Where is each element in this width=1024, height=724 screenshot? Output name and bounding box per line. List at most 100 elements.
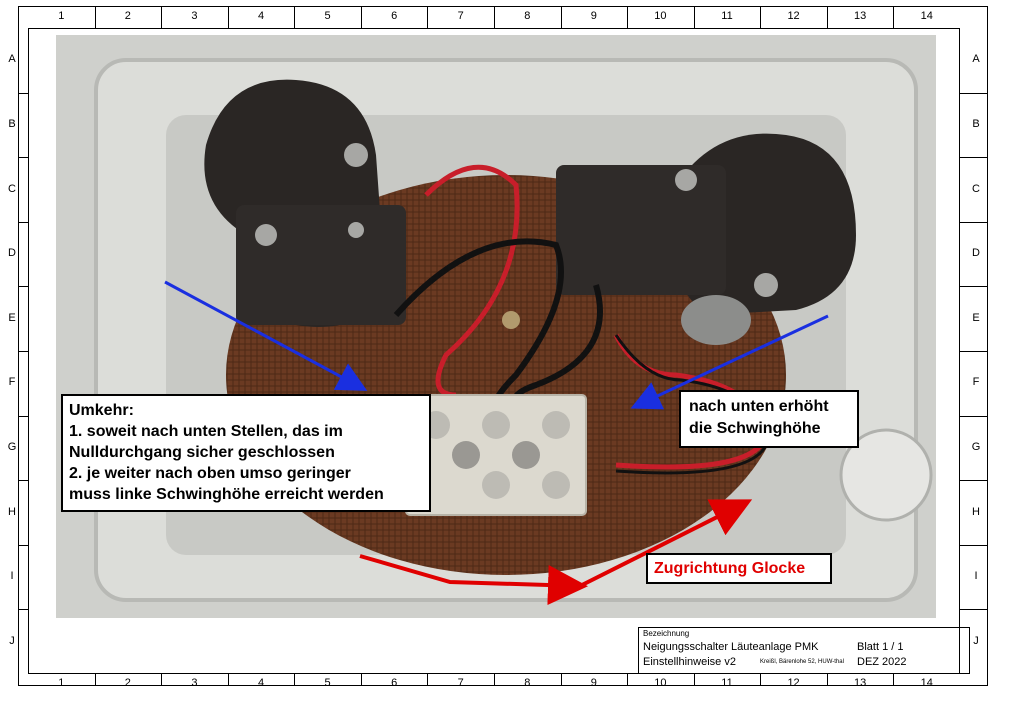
grid-tick [627,674,629,686]
grid-tick [494,674,495,686]
screw [344,143,368,167]
column-label-top: 10 [654,10,667,22]
right-microswitch [556,165,726,295]
terminal-screw [482,471,510,499]
red-arrow-up [579,499,753,588]
row-label-left: I [10,570,14,583]
row-label-left: E [8,311,16,324]
red-arrow-path [359,554,588,606]
grid-tick [560,674,562,686]
grid-tick [18,286,28,288]
row-label-right: A [972,53,980,66]
cable-gland [839,428,933,522]
grid-tick [427,6,429,28]
title-block-label: Bezeichnung [643,629,690,638]
swing-height-note: nach unten erhöht die Schwinghöhe [679,390,859,448]
note-line: Nulldurchgang sicher geschlossen [69,444,335,461]
terminal-screw [482,411,510,439]
row-label-left: A [8,53,16,66]
screw [348,222,364,238]
terminal-screw [542,411,570,439]
column-label-top: 3 [191,10,198,22]
row-label-right: H [972,505,980,518]
note-line: 2. je weiter nach oben umso geringer [69,465,351,482]
column-label-bottom: 9 [590,677,597,689]
note-line: muss linke Schwinghöhe erreicht werden [69,486,384,503]
grid-tick [693,6,695,28]
row-label-right: F [972,376,980,389]
column-label-bottom: 12 [787,677,800,689]
column-label-bottom: 2 [124,677,131,689]
column-label-top: 2 [124,10,131,22]
column-label-bottom: 10 [654,677,667,689]
row-label-left: C [8,182,16,195]
row-label-right: E [972,311,980,324]
grid-tick [494,6,495,28]
column-label-bottom: 6 [391,677,398,689]
note-line: die Schwinghöhe [689,420,821,437]
drawing-subtitle: Einstellhinweise v2 [643,656,736,668]
left-microswitch [236,205,406,325]
column-label-top: 6 [391,10,398,22]
row-label-left: D [8,247,16,260]
column-label-top: 8 [524,10,531,22]
column-label-top: 5 [324,10,331,22]
grid-tick [960,609,988,611]
row-label-right: G [971,440,981,453]
column-label-top: 9 [590,10,597,22]
grid-tick [560,6,562,28]
row-label-left: G [7,440,17,453]
grid-tick [18,351,28,352]
grid-tick [427,674,429,686]
grid-tick [893,674,895,686]
row-label-left: H [8,505,16,518]
grid-tick [294,6,296,28]
row-label-right: I [974,570,978,583]
screw [675,169,697,191]
grid-tick [960,286,988,288]
pendulum-weight [681,295,751,345]
column-label-top: 12 [787,10,800,22]
row-label-right: C [972,182,980,195]
grid-tick [94,6,96,28]
drawing-inner-border [28,28,960,674]
grid-tick [360,6,362,28]
grid-tick [18,415,28,417]
grid-tick [760,6,762,28]
column-label-bottom: 4 [257,677,265,689]
board-screw [502,311,520,329]
grid-tick [693,674,695,686]
column-label-bottom: 14 [920,677,933,689]
screw [754,273,778,297]
row-label-right: J [973,634,979,647]
black-wire [393,238,564,418]
drawing-frame [18,6,988,686]
grid-tick [960,92,988,94]
grid-tick [161,6,163,28]
bell-direction-label: Zugrichtung Glocke [646,553,832,584]
note-line: 1. soweit nach unten Stellen, das im [69,423,343,440]
grid-tick [960,221,988,223]
screw [255,224,277,246]
grid-tick [227,674,229,686]
column-label-bottom: 7 [457,677,464,689]
row-label-left: F [8,376,16,389]
column-label-bottom: 13 [854,677,867,689]
row-label-left: J [9,634,15,647]
drawing-date: DEZ 2022 [857,656,907,668]
grid-tick [960,544,988,546]
terminal-screw [542,471,570,499]
grid-tick [18,609,28,611]
grid-tick [161,674,163,686]
row-label-left: B [8,117,16,130]
note-line: Umkehr: [69,402,134,419]
drawing-name: Neigungsschalter Läuteanlage PMK [643,641,819,653]
grid-tick [294,674,296,686]
grid-tick [18,221,28,223]
column-label-bottom: 8 [524,677,531,689]
grid-tick [960,415,988,417]
left-blue-arrow [164,280,368,391]
grid-tick [18,157,28,159]
grid-tick [18,480,28,482]
